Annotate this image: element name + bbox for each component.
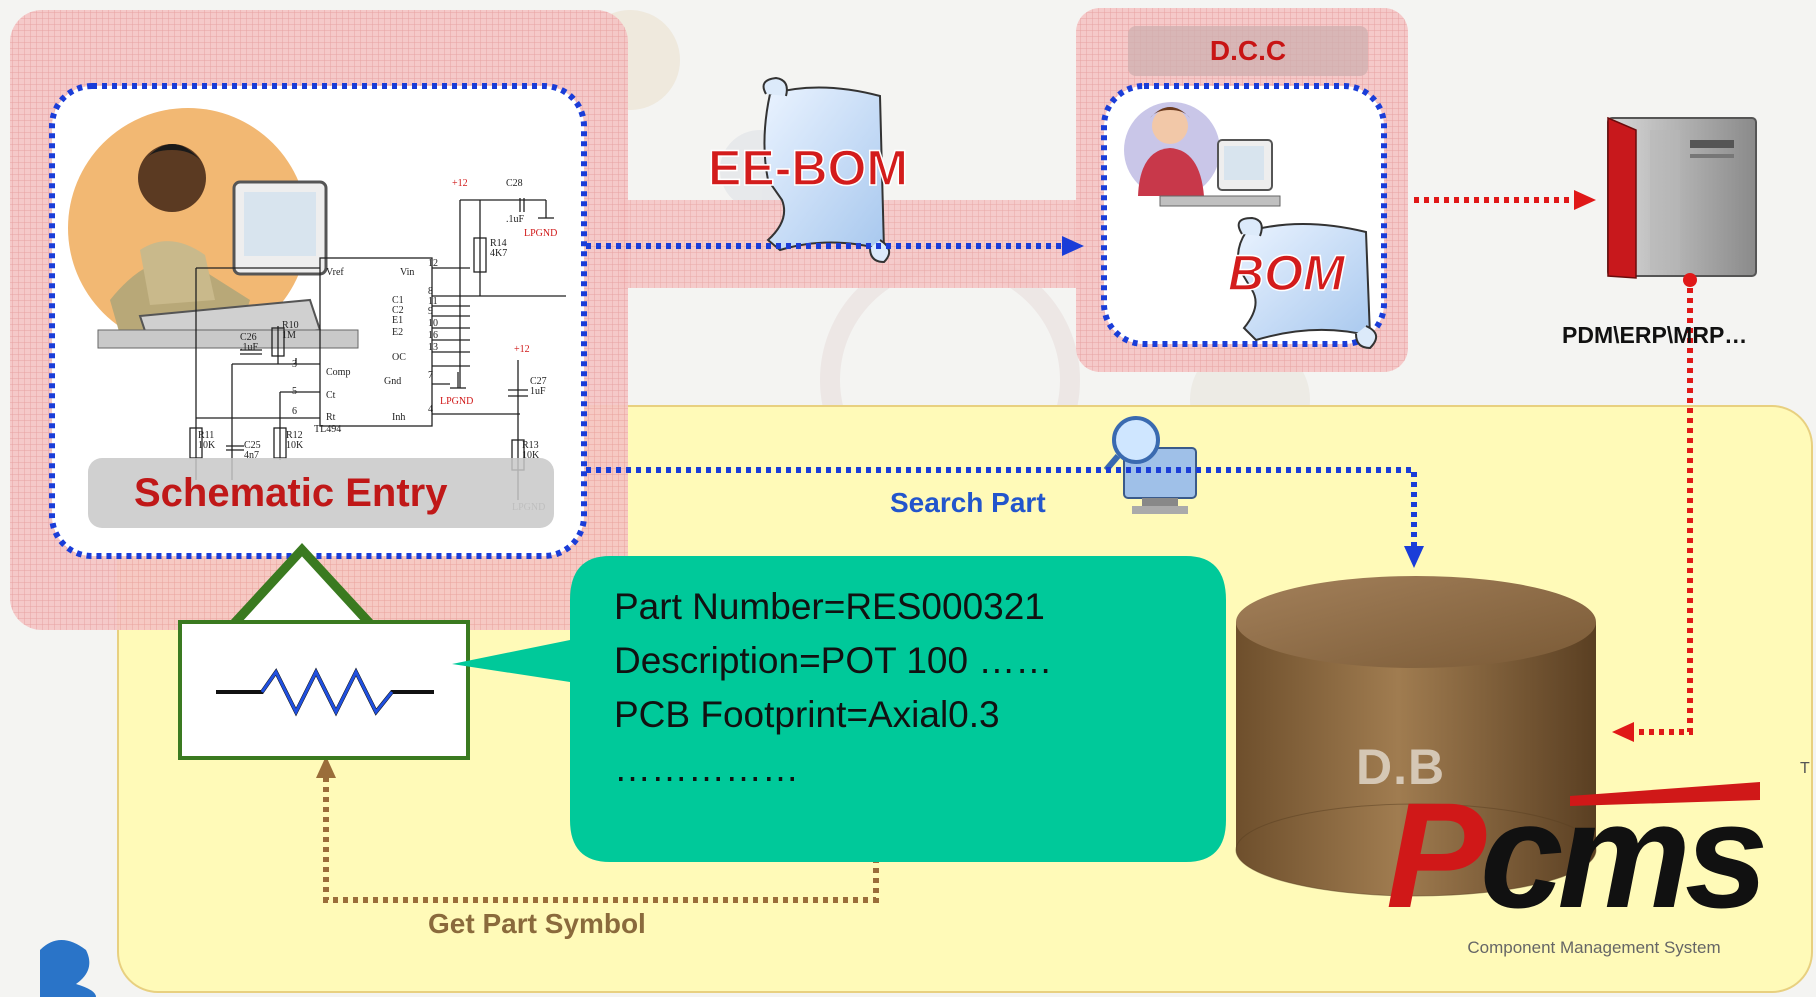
svg-text:10K: 10K xyxy=(198,440,216,451)
svg-text:C25: C25 xyxy=(244,440,261,451)
ee-bom-scroll: EE-BOM xyxy=(707,76,909,264)
svg-text:10: 10 xyxy=(428,318,438,329)
search-part-flow-line xyxy=(586,467,1417,548)
svg-text:1uF: 1uF xyxy=(530,386,546,397)
pcms-logo: Pcms xyxy=(1386,780,1768,930)
dcc-person-figure xyxy=(1124,102,1281,207)
svg-text:4: 4 xyxy=(428,404,433,415)
svg-text:E1: E1 xyxy=(392,315,403,326)
pcms-tagline: Component Management System xyxy=(1467,938,1721,957)
company-logo xyxy=(40,940,96,997)
svg-text:3: 3 xyxy=(292,359,297,370)
dotted-connectors xyxy=(316,190,1697,903)
erp-to-db-line xyxy=(1632,278,1693,735)
search-arrowhead xyxy=(1404,546,1424,568)
ee-bom-text: EE-BOM xyxy=(708,140,908,196)
svg-text:E2: E2 xyxy=(392,327,403,338)
bom-text: BOM xyxy=(1228,245,1346,301)
svg-text:C28: C28 xyxy=(506,178,523,189)
svg-text:7: 7 xyxy=(428,370,433,381)
svg-text:10K: 10K xyxy=(522,450,540,461)
svg-text:11: 11 xyxy=(428,296,438,307)
svg-text:Inh: Inh xyxy=(392,412,405,423)
svg-text:10K: 10K xyxy=(286,440,304,451)
svg-text:+12: +12 xyxy=(514,344,530,355)
svg-text:LPGND: LPGND xyxy=(524,228,557,239)
bom-scroll: BOM xyxy=(1227,216,1377,350)
database-cylinder xyxy=(1235,576,1597,897)
pcms-trademark: T xyxy=(1800,760,1810,777)
svg-text:C26: C26 xyxy=(240,332,257,343)
svg-text:R12: R12 xyxy=(286,430,303,441)
svg-text:9: 9 xyxy=(428,306,433,317)
circuit-power-1: +12 xyxy=(452,178,468,189)
svg-text:12: 12 xyxy=(428,258,438,269)
svg-text:R13: R13 xyxy=(522,440,539,451)
svg-text:4n7: 4n7 xyxy=(244,450,259,461)
svg-text:R14: R14 xyxy=(490,238,507,249)
search-part-label: Search Part xyxy=(890,487,1046,518)
svg-text:Ct: Ct xyxy=(326,390,336,401)
svg-text:Gnd: Gnd xyxy=(384,376,401,387)
pcb-footprint-line: PCB Footprint=Axial0.3 xyxy=(614,694,1000,735)
svg-text:8: 8 xyxy=(428,286,433,297)
svg-text:.1uF: .1uF xyxy=(506,214,525,225)
svg-text:C27: C27 xyxy=(530,376,547,387)
svg-text:5: 5 xyxy=(292,386,297,397)
svg-text:C2: C2 xyxy=(392,305,404,316)
svg-text:R10: R10 xyxy=(282,320,299,331)
pcms-logo-rest: cms xyxy=(1480,771,1768,939)
db-arrowhead xyxy=(1612,722,1634,742)
svg-text:6: 6 xyxy=(292,406,297,417)
svg-text:16: 16 xyxy=(428,330,438,341)
ee-bom-arrowhead xyxy=(1062,236,1084,256)
svg-text:1M: 1M xyxy=(282,330,296,341)
erp-arrowhead xyxy=(1574,190,1596,210)
get-symbol-arrowhead xyxy=(316,756,336,778)
dcc-label: D.C.C xyxy=(1128,26,1368,76)
engineer-figure xyxy=(68,108,359,349)
svg-text:13: 13 xyxy=(428,342,438,353)
part-info-text: Part Number=RES000321 Description=POT 10… xyxy=(614,580,1174,796)
svg-text:TL494: TL494 xyxy=(314,424,341,435)
get-part-symbol-label: Get Part Symbol xyxy=(428,908,646,939)
pcms-logo-p: P xyxy=(1386,771,1486,939)
part-number-line: Part Number=RES000321 xyxy=(614,586,1045,627)
get-symbol-flow-line xyxy=(323,776,879,903)
server-icon xyxy=(1607,116,1757,279)
ellipsis-line: …………… xyxy=(614,748,799,789)
svg-text:Comp: Comp xyxy=(326,367,350,378)
description-line: Description=POT 100 …… xyxy=(614,640,1053,681)
svg-text:OC: OC xyxy=(392,352,406,363)
database-label: D.B xyxy=(1356,739,1446,795)
schematic-entry-label: Schematic Entry xyxy=(88,458,554,528)
svg-text:Vref: Vref xyxy=(326,267,344,278)
svg-text:4K7: 4K7 xyxy=(490,248,507,259)
svg-text:Vin: Vin xyxy=(400,267,414,278)
pcms-logo-swoosh xyxy=(1570,782,1760,806)
part-info-callout xyxy=(452,556,1226,862)
erp-system-label: PDM\ERP\MRP… xyxy=(1562,322,1748,348)
svg-text:R11: R11 xyxy=(198,430,214,441)
svg-text:C1: C1 xyxy=(392,295,404,306)
svg-text:LPGND: LPGND xyxy=(440,396,473,407)
svg-text:Rt: Rt xyxy=(326,412,336,423)
svg-text:.1uF: .1uF xyxy=(240,342,259,353)
